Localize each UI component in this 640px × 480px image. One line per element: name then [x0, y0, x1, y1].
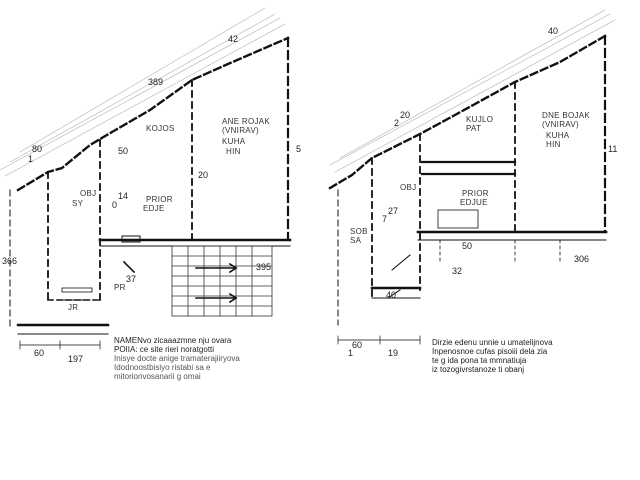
right-room-4: KUHA [546, 131, 570, 140]
left-dim-11: 37 [126, 274, 136, 284]
left-roof-line [16, 36, 290, 192]
left-room-9: PR [114, 283, 126, 292]
right-dim-3: 11 [608, 144, 617, 154]
right-roof-line [328, 34, 607, 190]
left-dimension-labels: 80 1 389 42 50 14 0 20 5 366 395 37 60 1… [2, 34, 301, 364]
right-dim-11: 306 [574, 254, 589, 264]
left-note-line: mitorionvosanarii g omai [114, 372, 201, 381]
right-room-5: HIN [546, 140, 561, 149]
left-plan-note: NAMENvo zicaaazmne nju ovara POIIA: ce s… [114, 336, 314, 381]
left-dim-4: 50 [118, 146, 128, 156]
left-note-line: POIIA: ce site rieri noratgotti [114, 345, 215, 354]
left-room-labels: OBJ SY KOJOS ANE ROJAK (VNIRAV) KUHA HIN… [68, 117, 270, 312]
right-dim-6: 50 [462, 241, 472, 251]
right-dim-8: 60 [352, 340, 362, 350]
left-dim-13: 197 [68, 354, 83, 364]
right-room-6: SOB [350, 227, 368, 236]
right-room-10: OBJ [400, 183, 416, 192]
left-room-0: OBJ [80, 189, 96, 198]
left-room-1: SY [72, 199, 84, 208]
right-note-line: Dirzie edenu unnie u umatelijnova [432, 338, 553, 347]
right-plan-note: Dirzie edenu unnie u umatelijnova Inpeno… [432, 338, 632, 374]
left-note-line: Inisye docte anige tramaterajiiryova [114, 354, 240, 363]
right-note-line: Inpenosnoe cufas pisoiii dela zia [432, 347, 548, 356]
left-dim-1: 1 [28, 154, 33, 164]
right-floor-plan [328, 9, 616, 345]
right-room-2: DNE BOJAK [542, 111, 590, 120]
right-room-1: PAT [466, 124, 481, 133]
right-dim-10: 19 [388, 348, 398, 358]
right-room-7: SA [350, 236, 362, 245]
left-room-2: KOJOS [146, 124, 175, 133]
left-dim-8: 5 [296, 144, 301, 154]
right-note-line: iz tozogivrstanoze ti obanj [432, 365, 525, 374]
right-dim-9: 1 [348, 348, 353, 358]
right-note-line: te g ida pona ta mmnatiuja [432, 356, 527, 365]
right-dim-2: 40 [548, 26, 558, 36]
left-dim-7: 20 [198, 170, 208, 180]
left-dim-2: 389 [148, 77, 163, 87]
left-dim-5: 14 [118, 191, 128, 201]
left-roof-hatch [0, 7, 286, 177]
right-room-labels: KUJLO PAT DNE BOJAK (VNIRAV) KUHA HIN SO… [350, 111, 590, 245]
right-roof-hatch [329, 9, 616, 173]
left-room-8: EDJE [143, 204, 165, 213]
right-room-9: EDJUE [460, 198, 488, 207]
left-dim-6: 0 [112, 200, 117, 210]
left-room-3: ANE ROJAK [222, 117, 270, 126]
right-dim-0: 20 [400, 110, 410, 120]
right-dim-7: 32 [452, 266, 462, 276]
left-stair-grid [171, 245, 273, 317]
left-room-5: KUHA [222, 137, 246, 146]
right-dim-12: 40 [386, 290, 396, 300]
left-room-4: (VNIRAV) [222, 126, 259, 135]
left-room-10: JR [68, 303, 78, 312]
right-dim-5: 7 [382, 214, 387, 224]
left-floor-plan [0, 7, 292, 350]
right-dim-4: 27 [388, 206, 398, 216]
right-room-0: KUJLO [466, 115, 493, 124]
left-dim-0: 80 [32, 144, 42, 154]
left-dim-9: 366 [2, 256, 17, 266]
left-note-line: Idodnoostbisiyo ristabi sa e [114, 363, 211, 372]
right-dim-1: 2 [394, 118, 399, 128]
left-dim-12: 60 [34, 348, 44, 358]
left-stair-arrows [122, 260, 238, 304]
right-dimension-labels: 20 2 40 11 27 7 50 32 60 1 19 306 40 [348, 26, 617, 358]
right-room-3: (VNIRAV) [542, 120, 579, 129]
left-dim-3: 42 [228, 34, 238, 44]
left-dim-10: 395 [256, 262, 271, 272]
right-room-8: PRIOR [462, 189, 489, 198]
left-room-7: PRIOR [146, 195, 173, 204]
left-note-line: NAMENvo zicaaazmne nju ovara [114, 336, 232, 345]
left-room-6: HIN [226, 147, 241, 156]
